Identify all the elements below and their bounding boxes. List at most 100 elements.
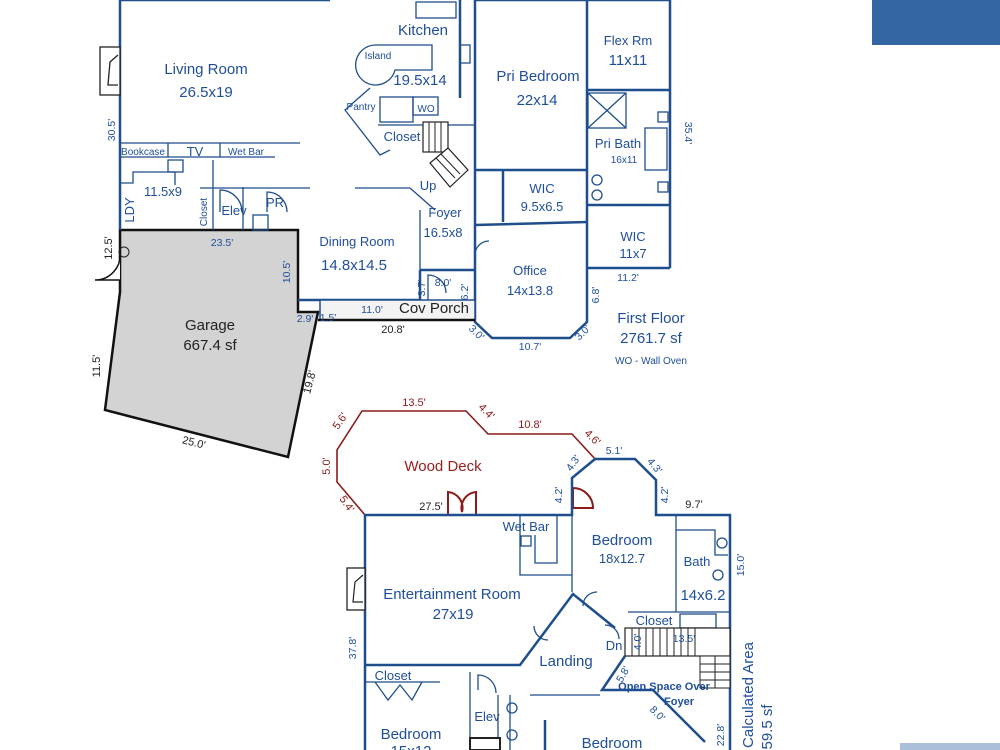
dim-23-5: 23.5': [211, 237, 233, 249]
landing-label: Landing: [539, 653, 592, 670]
bedroom1-label: Bedroom: [592, 532, 653, 549]
first-floor-walls: [94, 0, 672, 459]
garage-label: Garage: [185, 317, 235, 334]
dim-20-8: 20.8': [381, 324, 405, 336]
closet-lower-label: Closet: [375, 668, 412, 683]
garage-area: 667.4 sf: [183, 337, 237, 354]
dining-room-size: 14.8x14.5: [321, 257, 387, 274]
dim-4-2a: 4.2': [553, 487, 565, 504]
second-floor-labels: Wood Deck Wet Bar Bedroom 18x12.7 Bath 1…: [321, 397, 776, 750]
pantry-label: Pantry: [347, 102, 376, 113]
first-floor-labels: Living Room 26.5x19 Kitchen Island 19.5x…: [91, 22, 694, 452]
elevator-label: Elev: [221, 203, 247, 218]
pri-bedroom-size: 22x14: [517, 92, 558, 109]
pri-bath-label: Pri Bath: [595, 136, 641, 151]
bedroom2-label: Bedroom: [381, 726, 442, 743]
office-size: 14x13.8: [507, 283, 553, 298]
calculated-area-label: Calculated Area: [740, 641, 757, 748]
entertainment-room-size: 27x19: [433, 606, 474, 623]
dim-13-5: 13.5': [402, 397, 426, 409]
foyer-label: Foyer: [428, 205, 462, 220]
closet-label: Closet: [384, 129, 421, 144]
dim-4-0: 4.0': [632, 634, 644, 651]
dining-room-label: Dining Room: [319, 234, 394, 249]
dim-35-4: 35.4': [682, 122, 694, 144]
calculated-area-value: 59.5 sf: [759, 704, 776, 750]
pri-bedroom-label: Pri Bedroom: [496, 68, 579, 85]
dim-11-0: 11.0': [361, 304, 383, 316]
dim-27-5: 27.5': [419, 501, 443, 513]
dim-10-5: 10.5': [281, 261, 293, 283]
dim-5-0: 5.0': [321, 457, 333, 474]
second-floor-walls: [336, 410, 732, 750]
wic-label: WIC: [529, 181, 554, 196]
cov-porch-label: Cov Porch: [399, 300, 469, 317]
wood-deck-outline: [336, 410, 597, 516]
bedroom3-label: Bedroom: [582, 735, 643, 750]
open-space-foyer-label: Foyer: [664, 696, 695, 708]
dim-4-4: 4.4': [476, 401, 497, 422]
flex-room-size: 11x11: [609, 52, 648, 69]
dim-13-5b: 13.5': [673, 633, 695, 645]
dim-9-7: 9.7': [685, 499, 702, 511]
stairs-down-icon: [624, 627, 731, 689]
dim-12-5: 12.5': [103, 236, 115, 260]
dim-3-0a: 3.0': [466, 323, 486, 343]
fireplace-icon: [346, 567, 366, 611]
entertainment-room-label: Entertainment Room: [383, 586, 521, 603]
dim-3-7: 3.7': [416, 280, 428, 297]
dim-3-0b: 3.0': [573, 323, 593, 343]
bedroom1-size: 18x12.7: [599, 551, 645, 566]
dim-5-6: 5.6': [331, 411, 351, 432]
laundry-label: LDY: [122, 197, 137, 223]
closet-upper-label: Closet: [636, 613, 673, 628]
dim-4-2b: 4.2': [659, 487, 671, 504]
dim-10-7: 10.7': [519, 341, 541, 353]
wic2-label: WIC: [620, 229, 645, 244]
laundry-size: 11.5x9: [144, 184, 182, 199]
dim-1-5: 1.5': [320, 312, 337, 324]
elev2-label: Elev: [474, 709, 500, 724]
pale-footer-bar: [900, 743, 1000, 750]
dim-4-6: 4.6': [582, 427, 603, 448]
island-label: Island: [365, 51, 392, 62]
dim-5-1: 5.1': [606, 445, 623, 457]
dim-11-5: 11.5': [91, 355, 103, 378]
first-floor-title: First Floor: [617, 310, 685, 327]
dim-15-0: 15.0': [735, 554, 747, 576]
flex-room-label: Flex Rm: [604, 33, 652, 48]
kitchen-island: [355, 44, 433, 86]
dim-25-0: 25.0': [181, 434, 207, 451]
wood-deck-label: Wood Deck: [404, 458, 482, 475]
bookcase-label: Bookcase: [121, 147, 165, 158]
dim-22-8: 22.8': [715, 724, 727, 746]
office-label: Office: [513, 263, 547, 278]
dim-30-5: 30.5': [106, 119, 118, 141]
closet2-label: Closet: [199, 198, 210, 227]
dim-4-3b: 4.3': [644, 456, 664, 476]
foyer-size: 16.5x8: [423, 225, 462, 240]
open-space-label: Open Space Over: [618, 681, 710, 693]
first-floor-area: 2761.7 sf: [620, 330, 683, 347]
dim-10-8: 10.8': [518, 419, 542, 431]
tv-label: TV: [187, 144, 204, 159]
living-room-label: Living Room: [164, 61, 247, 78]
dim-11-2: 11.2': [617, 272, 639, 284]
bath-size: 14x6.2: [680, 587, 725, 604]
kitchen-label: Kitchen: [398, 22, 448, 39]
wall-oven-label: WO: [417, 104, 434, 115]
wet-bar-label: Wet Bar: [228, 147, 265, 158]
pri-bath-size: 16x11: [611, 155, 638, 166]
wic2-size: 11x7: [619, 246, 646, 261]
blue-header-block: [872, 0, 1000, 45]
dim-8-0: 8.0': [435, 277, 452, 289]
fireplace-icon: [99, 46, 121, 96]
dim-2-9: 2.9': [297, 313, 314, 325]
bedroom2-size: 15x12: [391, 743, 432, 750]
wic-size: 9.5x6.5: [521, 199, 564, 214]
powder-room-label: PR: [266, 195, 284, 210]
garage-shape: [103, 228, 320, 459]
stairs-dn-label: Dn: [606, 638, 623, 653]
kitchen-size: 19.5x14: [393, 72, 446, 89]
